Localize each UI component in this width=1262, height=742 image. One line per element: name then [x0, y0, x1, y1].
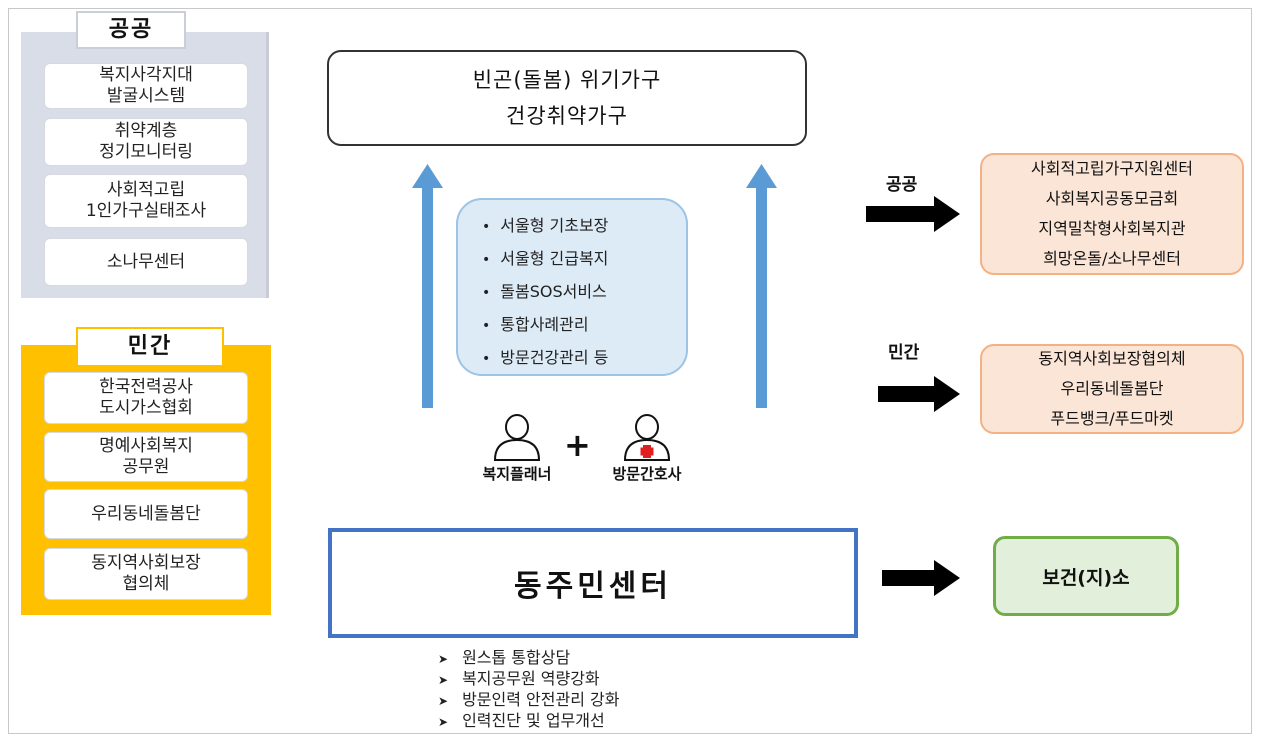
health-center-box: 보건(지)소 [993, 536, 1179, 616]
visiting-nurse: 방문간호사 [592, 412, 702, 484]
private-item: 동지역사회보장 협의체 [44, 548, 248, 600]
right-public-item: 지역밀착형사회복지관 [1038, 219, 1186, 238]
plus-sign: + [564, 426, 591, 464]
public-item-line: 정기모니터링 [99, 142, 193, 162]
right-public-label: 공공 [886, 175, 918, 195]
private-item: 한국전력공사 도시가스협회 [44, 372, 248, 424]
public-item-line: 소나무센터 [106, 251, 186, 272]
center-task-item: 인력진단 및 업무개선 [438, 711, 619, 732]
service-item: 서울형 기초보장 [482, 210, 686, 243]
right-public-item: 사회복지공동모금회 [1045, 189, 1179, 208]
center-task-item: 복지공무원 역량강화 [438, 669, 619, 690]
right-private-item: 푸드뱅크/푸드마켓 [1050, 409, 1174, 428]
service-item: 통합사례관리 [482, 309, 686, 342]
right-public-box: 사회적고립가구지원센터 사회복지공동모금회 지역밀착형사회복지관 희망온돌/소나… [980, 153, 1244, 275]
private-item-line: 우리동네돌봄단 [91, 503, 201, 524]
service-item: 방문건강관리 등 [482, 342, 686, 375]
services-box: 서울형 기초보장 서울형 긴급복지 돌봄SOS서비스 통합사례관리 방문건강관리… [456, 198, 688, 376]
service-item: 돌봄SOS서비스 [482, 276, 686, 309]
target-line-1: 빈곤(돌봄) 위기가구 [472, 68, 662, 92]
target-households-box: 빈곤(돌봄) 위기가구 건강취약가구 [327, 50, 807, 146]
right-arrow-public [866, 196, 960, 232]
right-arrow-health [882, 560, 960, 596]
private-item-line: 동지역사회보장 [91, 553, 201, 573]
right-private-item: 동지역사회보장협의체 [1038, 349, 1186, 368]
private-item-line: 도시가스협회 [99, 398, 193, 418]
right-private-label: 민간 [888, 343, 920, 363]
welfare-planner: 복지플래너 [462, 412, 572, 484]
right-arrow-private [878, 376, 960, 412]
planner-label: 복지플래너 [482, 465, 552, 483]
public-item-line: 1인가구실태조사 [85, 201, 207, 221]
right-private-item: 우리동네돌봄단 [1060, 379, 1164, 398]
staff-group: 복지플래너 + 방문간호사 [472, 412, 724, 508]
person-icon [493, 414, 541, 461]
right-private-box: 동지역사회보장협의체 우리동네돌봄단 푸드뱅크/푸드마켓 [980, 344, 1244, 434]
up-arrow-right [746, 164, 777, 408]
target-line-2: 건강취약가구 [506, 104, 628, 128]
center-task-list: 원스톱 통합상담 복지공무원 역량강화 방문인력 안전관리 강화 인력진단 및 … [438, 648, 619, 732]
outer-frame [8, 8, 1252, 734]
nurse-icon [623, 414, 671, 461]
private-item-line: 한국전력공사 [99, 377, 193, 397]
public-item-line: 복지사각지대 [99, 65, 193, 85]
service-item: 서울형 긴급복지 [482, 243, 686, 276]
public-item-line: 사회적고립 [106, 180, 186, 200]
private-item: 우리동네돌봄단 [44, 489, 248, 539]
right-public-item: 희망온돌/소나무센터 [1043, 249, 1181, 268]
nurse-label: 방문간호사 [612, 465, 682, 483]
private-item-line: 명예사회복지 [99, 436, 193, 456]
center-task-item: 원스톱 통합상담 [438, 648, 619, 669]
public-item: 취약계층 정기모니터링 [44, 118, 248, 166]
private-item: 명예사회복지 공무원 [44, 432, 248, 482]
private-item-line: 공무원 [122, 457, 170, 477]
public-item-line: 취약계층 [114, 121, 178, 141]
community-center-box: 동주민센터 [328, 528, 858, 638]
public-item: 소나무센터 [44, 238, 248, 286]
up-arrow-left [412, 164, 443, 408]
center-task-item: 방문인력 안전관리 강화 [438, 690, 619, 711]
public-item: 사회적고립 1인가구실태조사 [44, 174, 248, 228]
private-item-line: 협의체 [122, 574, 170, 594]
public-item: 복지사각지대 발굴시스템 [44, 63, 248, 109]
public-panel-title: 공공 [76, 11, 186, 49]
private-panel-title: 민간 [76, 327, 224, 367]
right-public-item: 사회적고립가구지원센터 [1031, 159, 1193, 178]
public-item-line: 발굴시스템 [106, 86, 186, 106]
